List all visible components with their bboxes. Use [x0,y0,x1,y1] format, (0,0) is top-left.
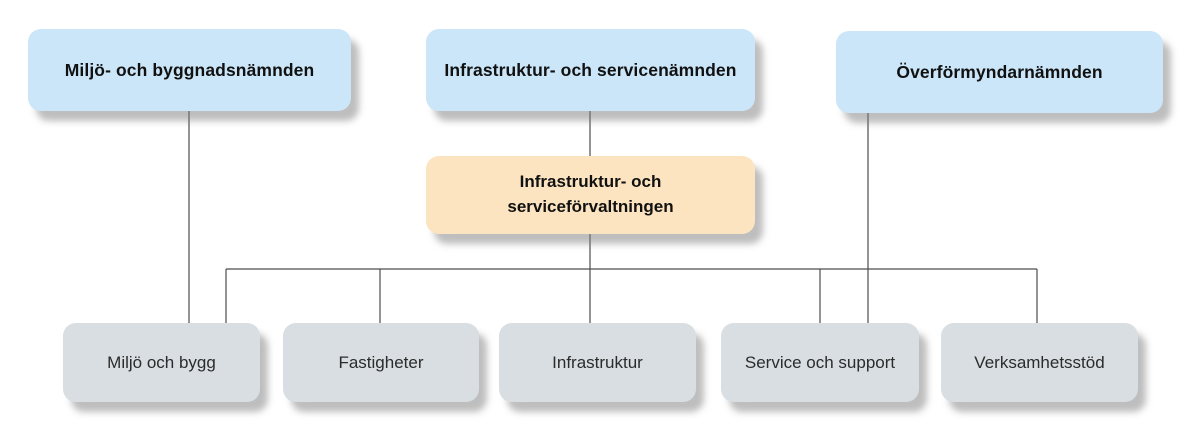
node-infrastruktur-och-servicenamnden: Infrastruktur- och servicenämnden [426,29,755,111]
node-miljo-och-byggnadsnamnden: Miljö- och byggnadsnämnden [28,29,351,111]
node-fastigheter: Fastigheter [283,323,479,402]
node-label: Miljö och bygg [107,352,216,372]
node-infrastruktur: Infrastruktur [499,323,696,402]
node-label: Infrastruktur- och serviceförvaltningen [507,172,674,216]
node-label: Fastigheter [338,352,424,372]
node-miljo-och-bygg: Miljö och bygg [63,323,260,402]
node-overformyndarnamnden: Överförmyndarnämnden [836,31,1163,113]
node-label: Verksamhetsstöd [974,352,1105,372]
node-label: Infrastruktur- och servicenämnden [444,59,737,80]
node-label: Service och support [744,352,896,372]
node-label: Överförmyndarnämnden [896,61,1103,82]
node-label: Miljö- och byggnadsnämnden [64,59,315,80]
node-verksamhetsstod: Verksamhetsstöd [941,323,1138,402]
node-label: Infrastruktur [552,352,643,372]
node-infrastruktur-och-serviceforvaltningen: Infrastruktur- och serviceförvaltningen [426,156,755,234]
node-service-och-support: Service och support [721,323,919,402]
